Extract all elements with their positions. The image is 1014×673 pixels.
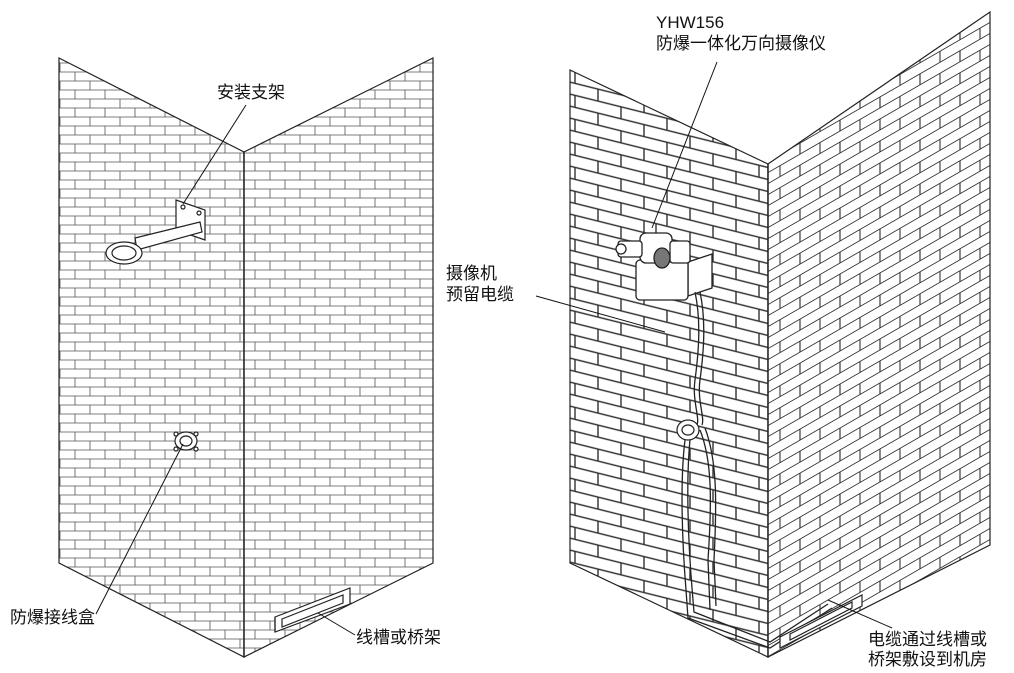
right-corner-wall xyxy=(569,10,991,658)
left-leader-lines xyxy=(95,104,356,636)
camera-cable xyxy=(693,291,705,426)
trough-label: 线槽或桥架 xyxy=(356,628,441,648)
right-cable-trough xyxy=(779,594,863,649)
right-wall-face-left xyxy=(569,69,769,658)
junction-box-label: 防爆接线盒 xyxy=(10,608,95,628)
left-wall-face-left xyxy=(58,57,245,658)
cable-trough xyxy=(274,587,351,633)
routing-label-line2: 桥架敷设到机房 xyxy=(868,650,987,670)
right-wall-face-right xyxy=(767,10,991,658)
mounting-bracket xyxy=(105,199,206,265)
explosion-proof-camera xyxy=(615,224,713,301)
camera-model-label: YHW156 xyxy=(656,13,725,32)
routing-label-line1: 电缆通过线槽或 xyxy=(868,630,987,650)
reserved-cable-label-line1: 摄像机 xyxy=(446,264,497,284)
bracket-label: 安装支架 xyxy=(217,83,285,103)
left-wall-face-right xyxy=(243,57,434,658)
routed-cable xyxy=(681,427,833,649)
junction-box xyxy=(173,431,199,452)
right-leader-lines xyxy=(535,61,893,629)
right-junction-box xyxy=(676,419,700,441)
left-corner-wall xyxy=(58,57,434,658)
camera-name-label: 防爆一体化万向摄像仪 xyxy=(656,34,826,54)
reserved-cable-label-line2: 预留电缆 xyxy=(446,285,514,305)
